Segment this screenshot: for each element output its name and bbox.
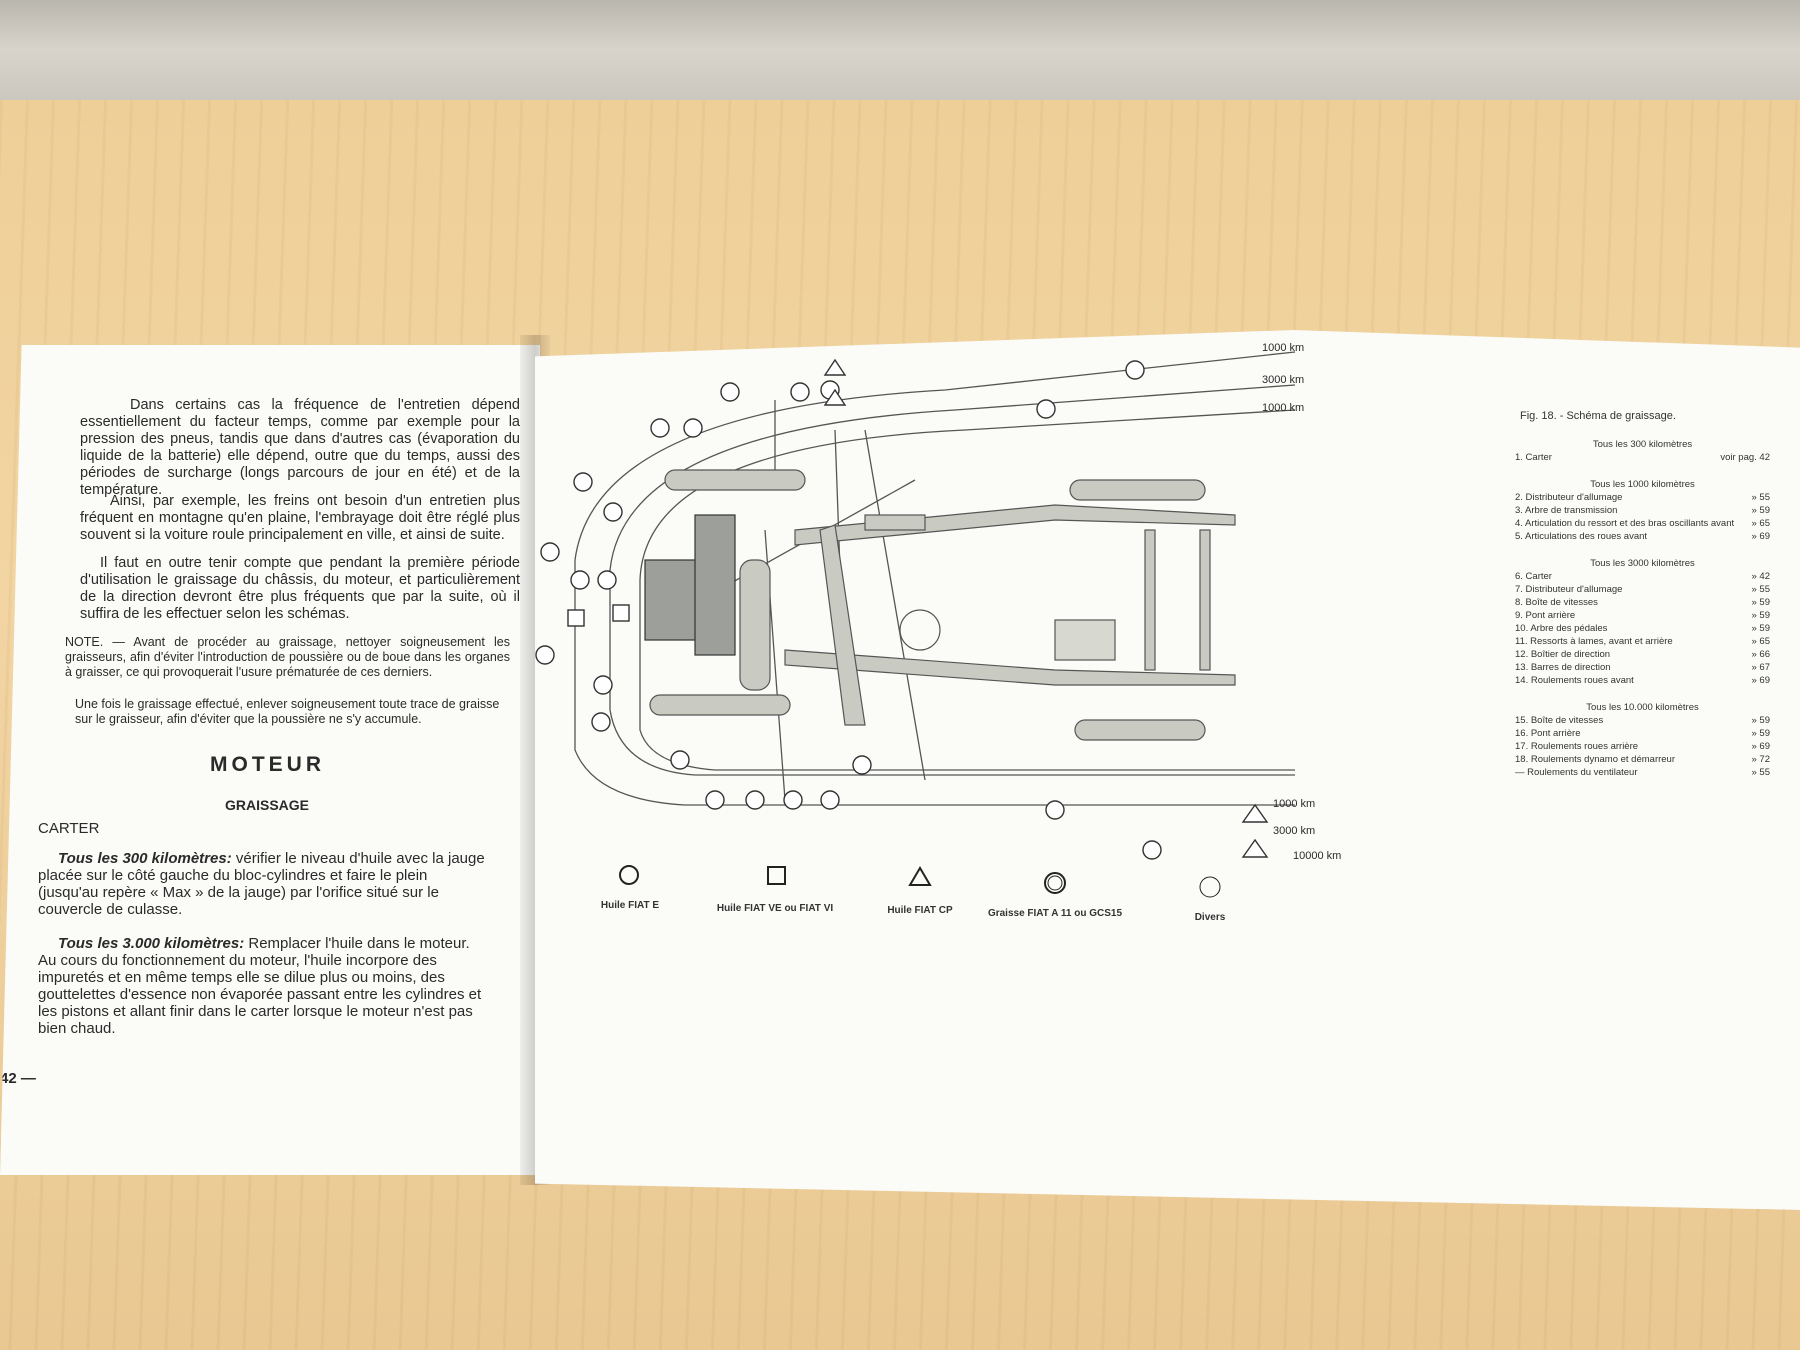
interval-3000-text: Remplacer l'huile dans le moteur. Au cou… xyxy=(38,935,482,1037)
schedule-row: 11. Ressorts à lames, avant et arrière» … xyxy=(1515,636,1770,647)
schedule-row: 13. Barres de direction» 67 xyxy=(1515,662,1770,673)
note-followup: Une fois le graissage effectué, enlever … xyxy=(75,697,500,726)
section-heading: MOTEUR xyxy=(210,753,325,776)
schedule-row: 12. Boîtier de direction» 66 xyxy=(1515,649,1770,660)
group-1000: Tous les 1000 kilomètres xyxy=(1590,479,1695,490)
legend-huile-ve: Huile FIAT VE ou FIAT VI xyxy=(716,903,834,914)
legend-huile-e: Huile FIAT E xyxy=(600,900,660,911)
legend-symbols xyxy=(619,865,1221,898)
example-paragraph: Ainsi, par exemple, les freins ont besoi… xyxy=(80,493,520,543)
left-page: Dans certains cas la fréquence de l'entr… xyxy=(0,345,540,1175)
schedule-row: 16. Pont arrière» 59 xyxy=(1515,728,1770,739)
schedule-row: — Roulements du ventilateur» 55 xyxy=(1515,767,1770,778)
km-label-bottom-3: 10000 km xyxy=(1293,850,1342,862)
schedule-row: 9. Pont arrière» 59 xyxy=(1515,610,1770,621)
schedule-row: 7. Distributeur d'allumage» 55 xyxy=(1515,584,1770,595)
routing-lines xyxy=(574,351,1296,806)
carter-heading: CARTER xyxy=(38,820,100,837)
schedule-row: 5. Articulations des roues avant» 69 xyxy=(1515,531,1770,542)
lubrication-diagram xyxy=(535,351,1296,898)
schedule-row: 8. Boîte de vitesses» 59 xyxy=(1515,597,1770,608)
interval-3000: Tous les 3.000 kilomètres: xyxy=(58,935,245,952)
legend-divers: Divers xyxy=(1194,912,1226,923)
schedule-row: 4. Articulation du ressort et des bras o… xyxy=(1515,518,1770,529)
schedule-row: 6. Carter» 42 xyxy=(1515,571,1770,582)
marker-group xyxy=(535,358,1269,860)
interval-300-text: vérifier le niveau d'huile avec la jauge… xyxy=(38,850,485,918)
km-label-top: 1000 km xyxy=(1262,342,1305,354)
legend-graisse: Graisse FIAT A 11 ou GCS15 xyxy=(987,908,1123,919)
page-number: 42 — xyxy=(0,1070,36,1087)
intro-paragraph: Dans certains cas la fréquence de l'entr… xyxy=(80,397,520,498)
schedule-row: 14. Roulements roues avant» 69 xyxy=(1515,675,1770,686)
schedule-row: 18. Roulements dynamo et démarreur» 72 xyxy=(1515,754,1770,765)
group-300: Tous les 300 kilomètres xyxy=(1592,439,1693,450)
schedule-row: 3. Arbre de transmission» 59 xyxy=(1515,505,1770,516)
schedule-row: 2. Distributeur d'allumage» 55 xyxy=(1515,492,1770,503)
km-label-bottom-1: 1000 km xyxy=(1273,798,1316,810)
km-label-third: 1000 km xyxy=(1262,402,1305,414)
km-label-second: 3000 km xyxy=(1262,374,1305,386)
schedule-row: 10. Arbre des pédales» 59 xyxy=(1515,623,1770,634)
schedule-title: Fig. 18. - Schéma de graissage. xyxy=(1520,410,1676,422)
group-10000: Tous les 10.000 kilomètres xyxy=(1586,702,1699,713)
km-label-bottom-2: 3000 km xyxy=(1273,825,1316,837)
period-paragraph: Il faut en outre tenir compte que pendan… xyxy=(80,555,520,622)
group-3000: Tous les 3000 kilomètres xyxy=(1590,558,1695,569)
engine-block xyxy=(644,514,736,656)
carter-3000-paragraph: Tous les 3.000 kilomètres: Remplacer l'h… xyxy=(38,935,488,1037)
sub-heading: GRAISSAGE xyxy=(225,797,310,813)
background-wall xyxy=(0,0,1800,110)
note-paragraph: NOTE. — Avant de procéder au graissage, … xyxy=(65,635,510,679)
legend-huile-cp: Huile FIAT CP xyxy=(887,905,953,916)
chassis-frame xyxy=(649,469,1236,741)
carter-300-paragraph: Tous les 300 kilomètres: vérifier le niv… xyxy=(38,850,488,918)
schedule-row: 17. Roulements roues arrière» 69 xyxy=(1515,741,1770,752)
schedule-row: 15. Boîte de vitesses» 59 xyxy=(1515,715,1770,726)
right-page: 1000 km 3000 km 1000 km 1000 km 3000 km … xyxy=(535,330,1800,1210)
interval-300: Tous les 300 kilomètres: xyxy=(58,850,232,867)
